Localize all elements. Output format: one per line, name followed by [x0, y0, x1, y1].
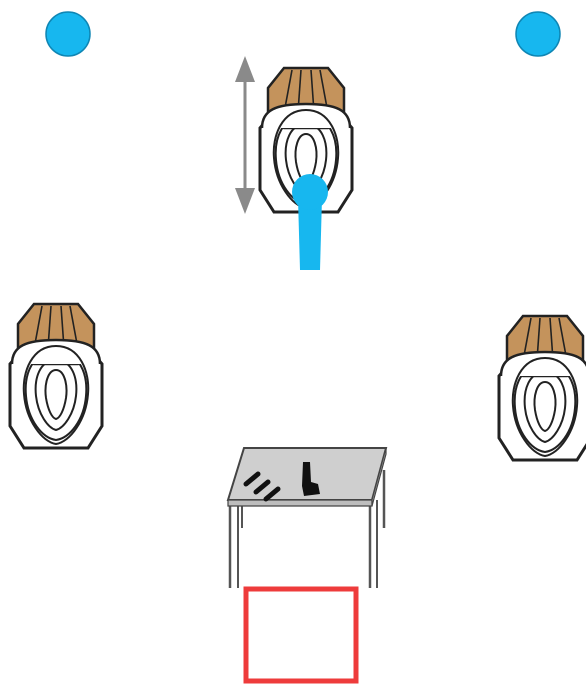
- movement-arrow: [235, 56, 255, 214]
- magazine-3: [263, 486, 281, 502]
- no-shoot-marker-right: [515, 11, 561, 57]
- mover-arm: [292, 174, 328, 270]
- no-shoot-marker-left: [45, 11, 91, 57]
- target-right: [497, 314, 586, 462]
- start-box: [243, 586, 359, 684]
- table: [226, 447, 388, 588]
- magazine-1: [243, 471, 261, 487]
- pistol: [302, 462, 320, 496]
- target-left: [8, 302, 104, 450]
- magazine-2: [253, 479, 271, 495]
